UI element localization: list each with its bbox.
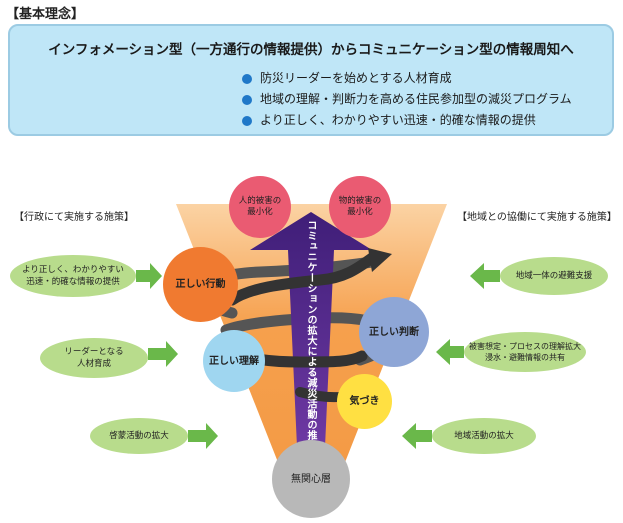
bullet-item: 防災リーダーを始めとする人材育成 xyxy=(242,68,572,89)
right-heading: 【地域との協働にて実施する施策】 xyxy=(457,212,617,223)
right-measure-damage-understanding: 被害想定・プロセスの理解拡大 浸水・避難情報の共有 xyxy=(464,332,586,372)
central-arrow-label: コミュニケーションの拡大による減災活動の推進 xyxy=(305,220,316,451)
stage-correct-action: 正しい行動 xyxy=(163,247,238,322)
stage-indifferent-base: 無関心層 xyxy=(272,440,350,518)
bullet-list: 防災リーダーを始めとする人材育成 地域の理解・判断力を高める住民参加型の減災プロ… xyxy=(242,68,572,131)
left-measure-arrows xyxy=(136,263,218,449)
goal-property-damage: 物的被害の 最小化 xyxy=(329,176,391,238)
goal-human-damage: 人的被害の 最小化 xyxy=(229,176,291,238)
left-arrow-icon xyxy=(470,263,500,289)
bullet-item: 地域の理解・判断力を高める住民参加型の減災プログラム xyxy=(242,89,572,110)
right-arrow-icon xyxy=(136,263,162,289)
spiral-arrowhead xyxy=(368,248,392,272)
stage-awareness: 気づき xyxy=(337,374,392,429)
left-measure-leader: リーダーとなる 人材育成 xyxy=(40,338,148,378)
right-measure-arrows xyxy=(402,263,500,449)
right-arrow-icon xyxy=(188,423,218,449)
left-measure-enlightenment: 啓蒙活動の拡大 xyxy=(90,418,188,454)
right-measure-community: 地域活動の拡大 xyxy=(432,418,536,454)
banner-title: インフォメーション型（一方通行の情報提供）からコミュニケーション型の情報周知へ xyxy=(48,42,574,58)
stage-correct-understanding: 正しい理解 xyxy=(203,330,265,392)
right-measure-evacuation: 地域一体の避難支援 xyxy=(500,257,608,295)
bullet-dot-icon xyxy=(242,73,252,84)
left-measure-information: より正しく、わかりやすい 迅速・的確な情報の提供 xyxy=(10,255,136,297)
spiral-band-front xyxy=(226,252,378,306)
bullet-dot-icon xyxy=(242,94,252,105)
right-arrow-icon xyxy=(148,341,178,367)
left-arrow-icon xyxy=(402,423,432,449)
central-arrow xyxy=(250,212,372,447)
bullet-text: 防災リーダーを始めとする人材育成 xyxy=(260,71,452,85)
philosophy-banner: インフォメーション型（一方通行の情報提供）からコミュニケーション型の情報周知へ … xyxy=(8,24,614,136)
bullet-item: より正しく、わかりやすい迅速・的確な情報の提供 xyxy=(242,110,572,131)
bullet-text: より正しく、わかりやすい迅速・的確な情報の提供 xyxy=(260,113,536,127)
bullet-text: 地域の理解・判断力を高める住民参加型の減災プログラム xyxy=(260,92,572,106)
left-heading: 【行政にて実施する施策】 xyxy=(14,212,134,223)
section-title: 【基本理念】 xyxy=(6,7,85,22)
left-arrow-icon xyxy=(436,339,464,365)
stage-correct-judgment: 正しい判断 xyxy=(359,297,429,367)
bullet-dot-icon xyxy=(242,115,252,126)
